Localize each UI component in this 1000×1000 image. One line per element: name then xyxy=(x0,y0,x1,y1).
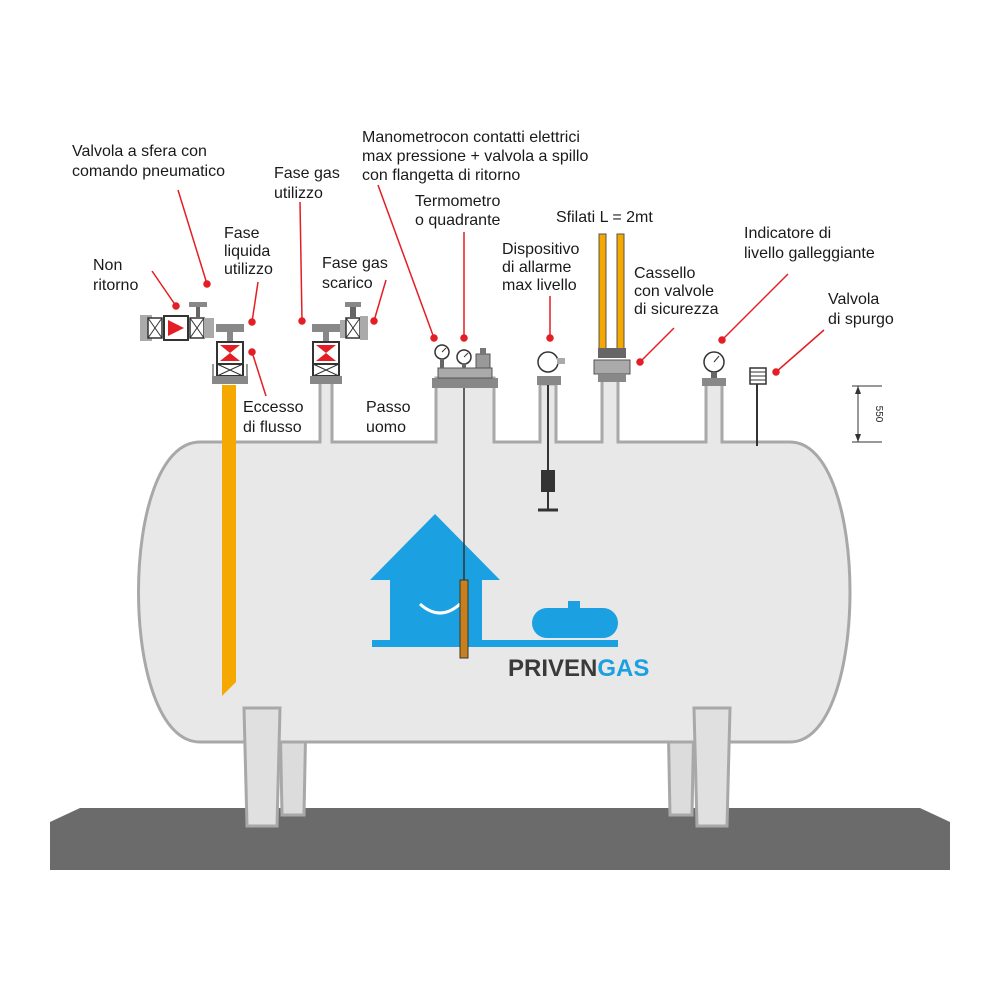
leader-fase-gas-scarico xyxy=(373,279,387,322)
label-eccesso-flusso: Eccesso di flusso xyxy=(243,399,308,436)
leader-indicatore xyxy=(721,273,789,341)
label-fase-liquida: Fase liquida utilizzo xyxy=(224,225,275,278)
sfilato-tube-1 xyxy=(598,233,607,353)
leader-manometro xyxy=(377,184,435,339)
mini-tank-dome xyxy=(568,601,580,609)
manhole-flange-group xyxy=(432,344,498,388)
mini-tank-icon xyxy=(532,608,618,638)
label-termometro: Termometro o quadrante xyxy=(415,193,505,229)
leader-spurgo xyxy=(775,329,825,373)
brand-name-part2: GAS xyxy=(597,655,649,682)
label-dispositivo-allarme: Dispositivo di allarme max livello xyxy=(502,241,584,294)
leader-valvola-sfera xyxy=(177,189,208,285)
dip-tube xyxy=(222,385,236,696)
label-non-ritorno: Non ritorno xyxy=(93,257,138,294)
leader-eccesso xyxy=(251,351,267,397)
label-indicatore-livello: Indicatore di livello galleggiante xyxy=(744,225,875,262)
label-passo-uomo: Passo uomo xyxy=(366,399,415,436)
leader-cassello xyxy=(639,327,675,363)
alarm-device-group xyxy=(537,351,565,385)
level-indicator-group xyxy=(702,351,726,386)
ground-slab xyxy=(50,808,950,870)
smile-icon xyxy=(418,602,462,615)
label-fase-gas-scarico: Fase gas scarico xyxy=(322,255,392,292)
liquid-phase-valve-group xyxy=(212,324,248,384)
label-sfilati: Sfilati L = 2mt xyxy=(556,209,653,226)
leader-lines xyxy=(151,184,825,397)
sfilato-tube-2 xyxy=(616,233,625,353)
height-dimension: 550 xyxy=(852,385,884,443)
label-valvola-spurgo: Valvola di spurgo xyxy=(828,291,894,328)
tank-legs-front xyxy=(242,706,732,828)
dimension-label: 550 xyxy=(873,406,884,423)
leader-fase-liquida xyxy=(251,281,259,323)
label-valvola-sfera: Valvola a sfera con comando pneumatico xyxy=(72,143,225,180)
logo-base-line xyxy=(372,640,618,647)
tank-body xyxy=(137,376,852,744)
needle-valve-icon xyxy=(475,353,491,369)
brand-name: PRIVENGAS xyxy=(508,655,649,682)
label-manometro: Manometrocon contatti elettrici max pres… xyxy=(362,129,593,184)
label-fase-gas-utilizzo: Fase gas utilizzo xyxy=(274,165,344,202)
brand-name-part1: PRIVEN xyxy=(508,655,597,682)
safety-valve-group xyxy=(593,233,631,382)
alarm-device-icon xyxy=(537,351,559,373)
float-rod xyxy=(459,579,469,659)
drain-valve-group xyxy=(749,367,767,385)
label-cassello: Cassello con valvole di sicurezza xyxy=(634,265,719,318)
gas-phase-use-valve-group xyxy=(310,302,368,384)
alarm-float xyxy=(541,470,555,492)
pneumatic-valve-group xyxy=(140,302,214,341)
leader-non-ritorno xyxy=(151,270,177,307)
cassello-body xyxy=(593,359,631,375)
leader-fase-gas-utilizzo xyxy=(299,201,303,322)
